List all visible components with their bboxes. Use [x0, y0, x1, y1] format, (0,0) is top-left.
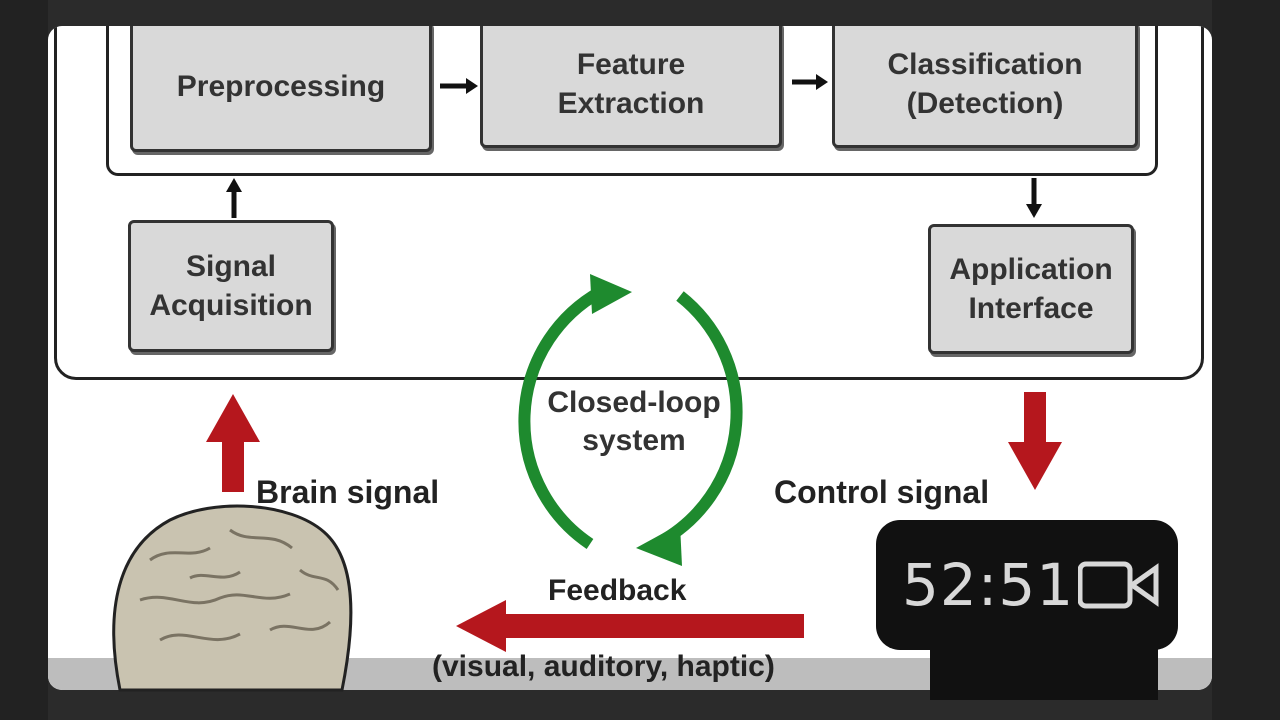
- arrow-preprocessing-to-feature: [440, 78, 478, 94]
- control-signal-label: Control signal: [774, 474, 990, 510]
- control-signal-arrow: [1008, 392, 1062, 490]
- preprocessing-block: Preprocessing: [130, 26, 432, 152]
- loop-arc-right: [657, 291, 743, 548]
- signal-acquisition-block: Signal Acquisition: [128, 220, 334, 352]
- application-interface-block: Application Interface: [928, 224, 1134, 354]
- signal-acquisition-label-2: Acquisition: [149, 289, 313, 322]
- feature-extraction-label-1: Feature: [576, 48, 686, 81]
- closed-loop-label-2: system: [582, 423, 686, 457]
- video-camera-icon: [1078, 561, 1159, 609]
- brain-signal-arrow: [206, 394, 260, 492]
- classification-label-1: Classification: [887, 48, 1083, 81]
- feedback-label: Feedback: [548, 574, 687, 607]
- left-dark-bar: [0, 0, 48, 720]
- right-dark-bar: [1212, 0, 1280, 720]
- loop-arc-left: [518, 286, 603, 549]
- signal-processing-box: [106, 26, 1158, 176]
- application-interface-label-2: Interface: [968, 292, 1094, 325]
- closed-loop-arrows: [518, 286, 743, 549]
- feedback-types-label: (visual, auditory, haptic): [432, 650, 775, 683]
- feature-extraction-label-2: Extraction: [557, 87, 705, 120]
- loop-arrowhead-bottom: [636, 524, 682, 566]
- recording-timer-badge: 52:51: [876, 520, 1178, 650]
- closed-loop-label: Closed-loop system: [524, 384, 744, 459]
- loop-arrowhead-top: [590, 274, 632, 314]
- arrow-acquisition-to-preprocessing: [226, 178, 242, 218]
- classification-block: Classification (Detection): [832, 26, 1138, 148]
- application-interface-label-1: Application: [949, 253, 1113, 286]
- brain-signal-label: Brain signal: [256, 474, 440, 510]
- arrow-classification-to-interface: [1026, 178, 1042, 218]
- bci-system-box: [54, 26, 1204, 380]
- arrow-feature-to-classification: [792, 74, 828, 90]
- classification-label-2: (Detection): [906, 87, 1064, 120]
- timer-badge-shadow: [930, 640, 1158, 700]
- feature-extraction-block: Feature Extraction: [480, 26, 782, 148]
- closed-loop-label-1: Closed-loop: [547, 386, 721, 419]
- timer-text: 52:51: [902, 551, 1075, 619]
- feedback-arrow: [456, 600, 804, 652]
- brain-image: [112, 504, 353, 692]
- preprocessing-label: Preprocessing: [176, 69, 386, 103]
- signal-acquisition-label-1: Signal: [185, 250, 276, 283]
